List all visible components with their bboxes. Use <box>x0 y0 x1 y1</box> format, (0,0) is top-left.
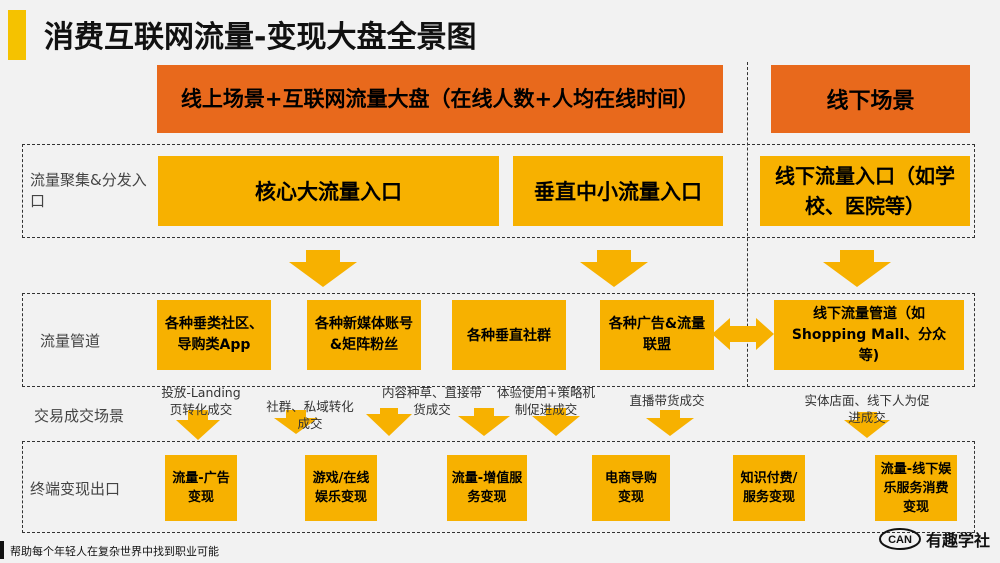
scene-arrow-4 <box>458 408 510 436</box>
scene-note-1: 投放-Landing页转化成交 <box>161 385 241 417</box>
vertical-entry-box: 垂直中小流量入口 <box>513 156 723 226</box>
scene-arrow-5 <box>532 408 580 436</box>
pipeline-box-3: 各种垂直社群 <box>452 300 566 370</box>
scene-note-5: 直播带货成交 <box>629 393 705 408</box>
scene-arrow-7 <box>844 412 890 438</box>
exit-box-4: 电商导购变现 <box>592 455 670 521</box>
title-accent-bar <box>8 10 26 60</box>
down-arrow-3 <box>823 250 891 287</box>
core-entry-box: 核心大流量入口 <box>158 156 499 226</box>
exit-box-5: 知识付费/服务变现 <box>733 455 805 521</box>
down-arrow-2 <box>580 250 648 287</box>
exit-box-3: 流量-增值服务变现 <box>447 455 527 521</box>
footer-bar <box>0 541 4 559</box>
pipeline-box-2: 各种新媒体账号&矩阵粉丝 <box>307 300 421 370</box>
exit-row-frame <box>22 441 975 533</box>
scene-note-2: 社群、私域转化成交 <box>266 399 354 431</box>
row-label-pipeline: 流量管道 <box>40 331 101 350</box>
down-arrow-1 <box>289 250 357 287</box>
pipeline-box-4: 各种广告&流量联盟 <box>600 300 714 370</box>
exit-box-6: 流量-线下娱乐服务消费变现 <box>875 455 957 521</box>
online-scene-header: 线上场景+互联网流量大盘（在线人数+人均在线时间） <box>157 65 723 133</box>
svg-text:CAN: CAN <box>888 534 912 546</box>
scene-note-6: 实体店面、线下人为促进成交 <box>804 393 930 425</box>
scene-arrow-2 <box>274 410 318 434</box>
online-offline-divider <box>747 62 748 387</box>
scene-note-4: 体验使用+策略机制促进成交 <box>497 385 595 417</box>
page-title: 消费互联网流量-变现大盘全景图 <box>44 20 477 55</box>
row-label-exit: 终端变现出口 <box>30 479 121 498</box>
exit-box-1: 流量-广告变现 <box>165 455 237 521</box>
offline-scene-header: 线下场景 <box>771 65 970 133</box>
row-label-entry: 流量聚集&分发入口 <box>30 171 147 210</box>
scene-arrow-1 <box>176 410 220 440</box>
exit-box-2: 游戏/在线娱乐变现 <box>305 455 377 521</box>
double-arrow <box>712 318 774 350</box>
logo-text: 有趣学社 <box>926 531 991 550</box>
scene-arrow-6 <box>646 410 694 436</box>
pipeline-box-offline: 线下流量管道（如Shopping Mall、分众等) <box>774 300 964 370</box>
entry-row-frame <box>22 144 975 238</box>
row-label-scene: 交易成交场景 <box>34 406 125 425</box>
footer-slogan: 帮助每个年轻人在复杂世界中找到职业可能 <box>10 545 219 558</box>
pipeline-box-1: 各种垂类社区、导购类App <box>157 300 271 370</box>
scene-arrow-3 <box>366 408 412 436</box>
scene-note-3: 内容种草、直接带货成交 <box>382 385 483 417</box>
can-logo-icon: CAN <box>879 528 921 550</box>
offline-entry-box: 线下流量入口（如学校、医院等） <box>760 156 970 226</box>
pipeline-row-frame <box>22 293 975 387</box>
logo: CAN 有趣学社 <box>878 524 992 554</box>
